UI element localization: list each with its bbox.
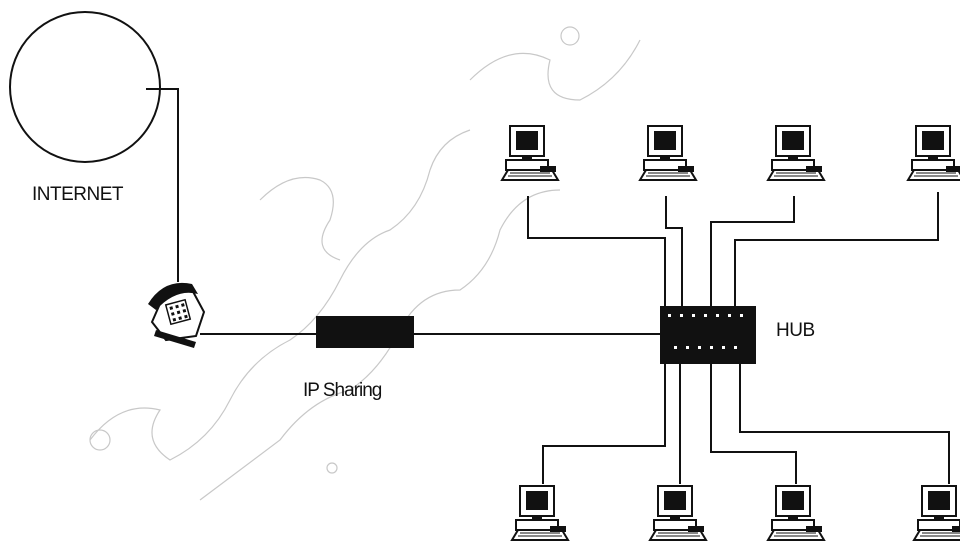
computer-workstation-icon <box>768 126 824 180</box>
computer-workstation-icon <box>768 486 824 540</box>
computer-workstation-icon <box>640 126 696 180</box>
watermark <box>90 27 640 500</box>
internet-circle-icon <box>10 12 160 162</box>
connection-lines <box>146 89 949 484</box>
ip-sharing-device-icon <box>316 316 414 348</box>
computer-workstation-icon <box>914 486 960 540</box>
computer-workstation-icon <box>650 486 706 540</box>
computer-workstation-icon <box>512 486 568 540</box>
telephone-modem-icon <box>148 283 204 348</box>
hub-device-icon <box>660 306 756 364</box>
computer-workstation-icon <box>908 126 960 180</box>
ip-sharing-label: IP Sharing <box>303 380 381 402</box>
internet-label: INTERNET <box>32 184 123 206</box>
computer-workstation-icon <box>502 126 558 180</box>
hub-label: HUB <box>776 320 815 342</box>
